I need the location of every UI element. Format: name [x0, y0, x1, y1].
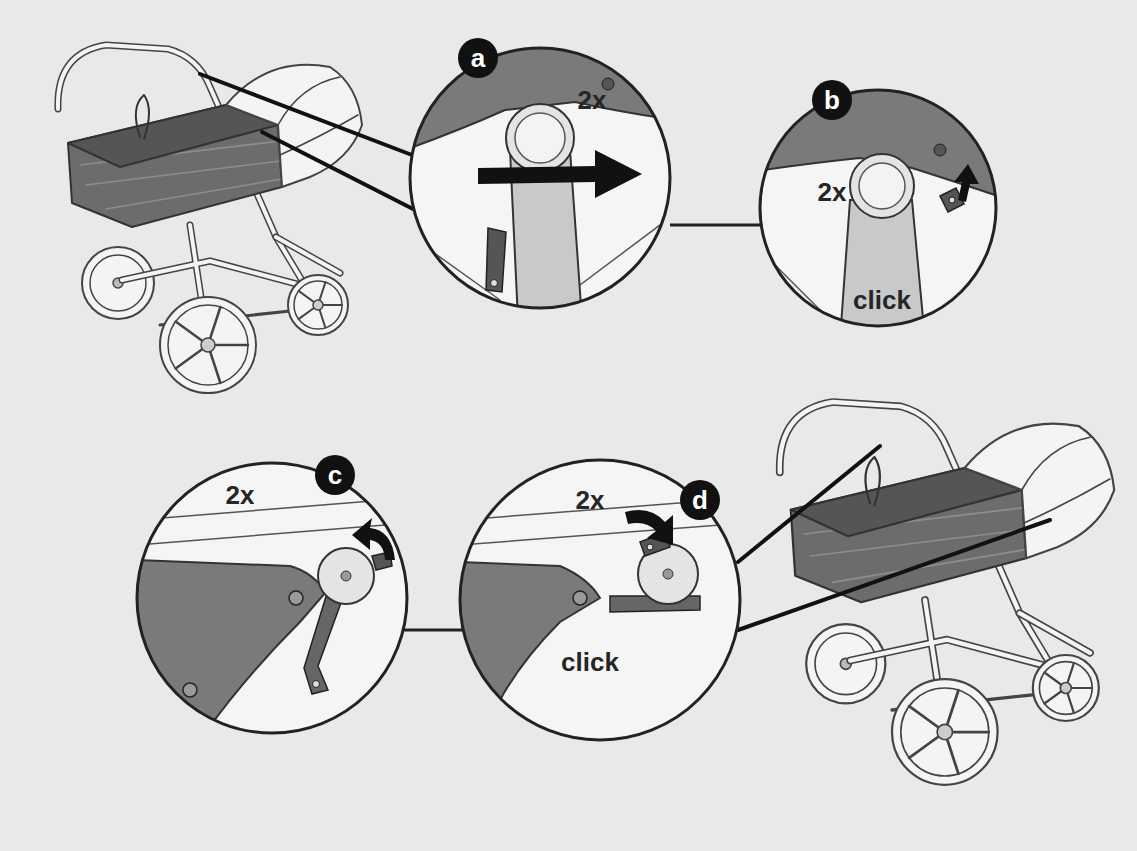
- step-badge: b: [812, 80, 852, 120]
- step-letter: c: [328, 462, 342, 488]
- repeat-count: 2x: [576, 487, 605, 513]
- click-note: click: [853, 287, 911, 313]
- stroller-figure: [780, 402, 1114, 785]
- step-letter: a: [471, 45, 485, 71]
- repeat-count: 2x: [818, 179, 847, 205]
- detail-circle: [405, 40, 680, 320]
- step-badge: d: [680, 480, 720, 520]
- detail-circle: [460, 460, 745, 740]
- step-badge: c: [315, 455, 355, 495]
- detail-circle: [750, 80, 1010, 340]
- click-note: click: [561, 649, 619, 675]
- step-letter: d: [692, 487, 708, 513]
- repeat-count: 2x: [226, 482, 255, 508]
- step-letter: b: [824, 87, 840, 113]
- step-badge: a: [458, 38, 498, 78]
- detail-circle: [137, 463, 410, 740]
- repeat-count: 2x: [578, 87, 607, 113]
- stroller-figure: [58, 45, 362, 393]
